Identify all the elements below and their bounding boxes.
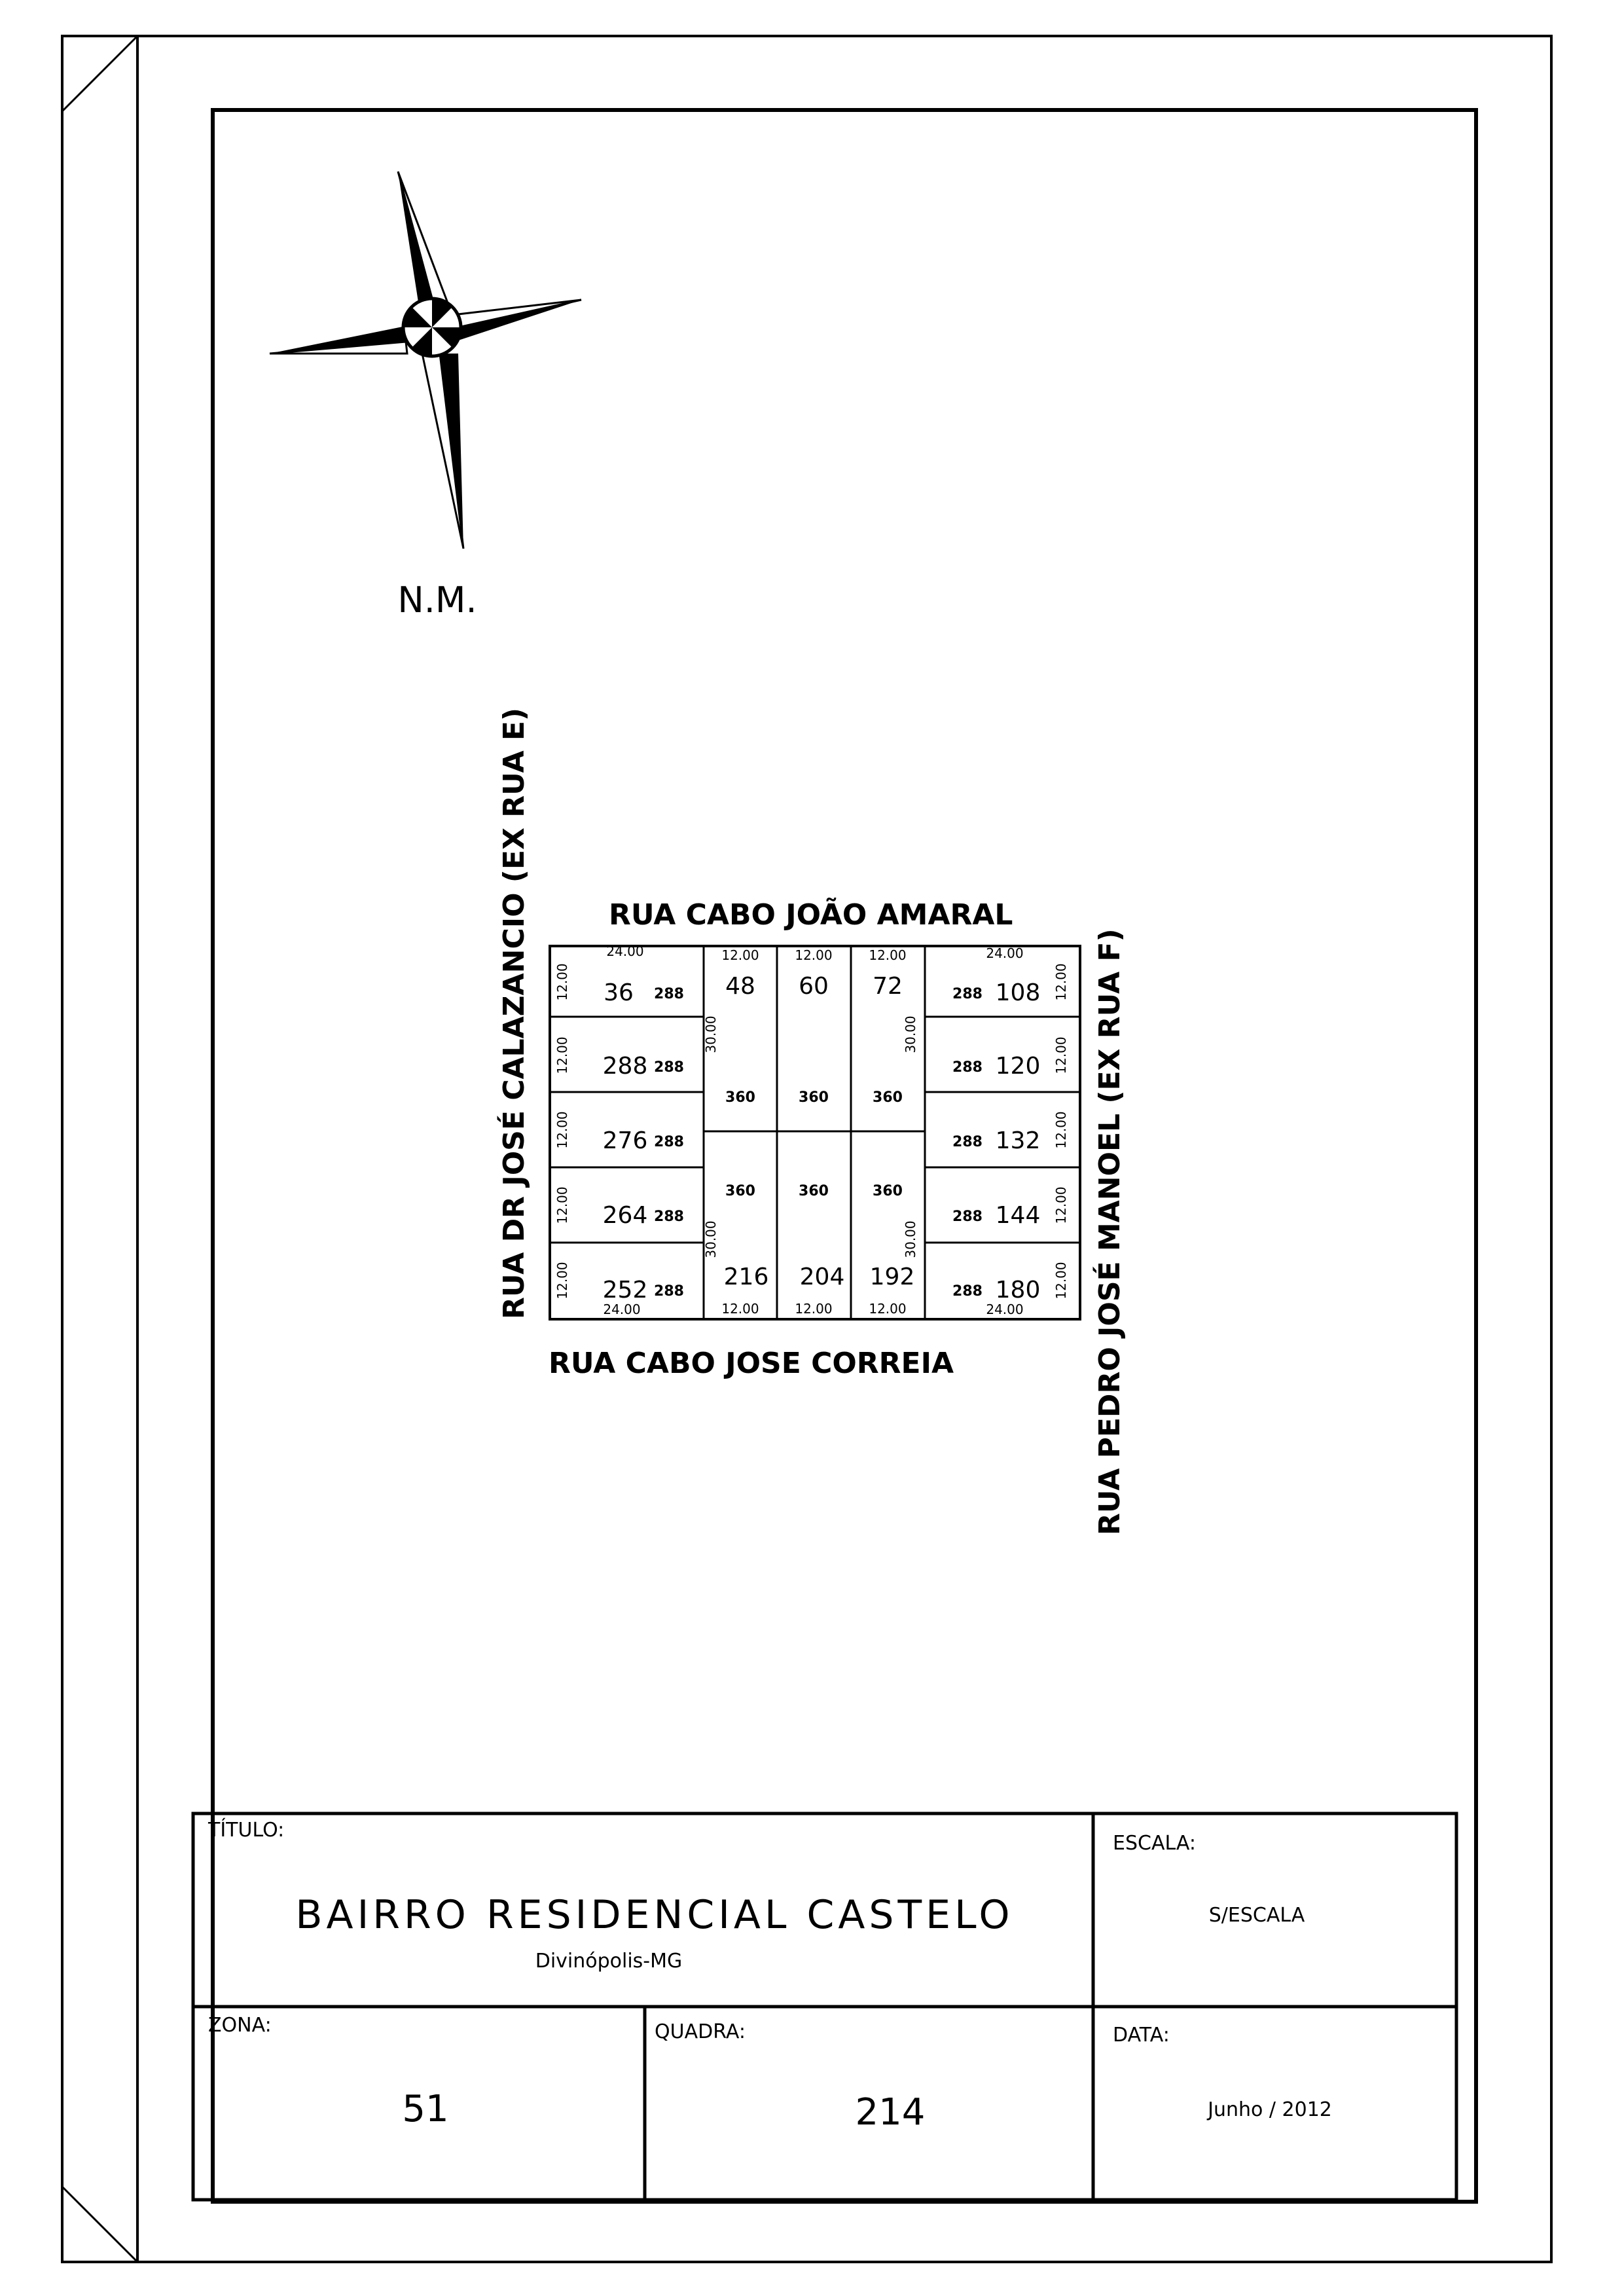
svg-text:360: 360: [873, 1089, 903, 1106]
lot-216: 360 30.00 216 12.00: [703, 1183, 768, 1317]
data-value: Junho / 2012: [1206, 2098, 1332, 2121]
svg-text:132: 132: [996, 1127, 1041, 1154]
zona-value: 51: [402, 2088, 448, 2130]
page-title: BAIRRO RESIDENCIAL CASTELO: [295, 1892, 1013, 1938]
drawing-frame: [211, 108, 1478, 2204]
svg-text:24.00: 24.00: [603, 1302, 640, 1317]
binding-diagonal-top: [61, 35, 139, 113]
quadra-value: 214: [856, 2091, 926, 2134]
svg-text:12.00: 12.00: [869, 947, 906, 963]
svg-text:288: 288: [952, 1059, 983, 1076]
svg-text:36: 36: [604, 979, 634, 1006]
svg-text:12.00: 12.00: [554, 963, 570, 1000]
street-right: RUA PEDRO JOSÉ MANOEL (EX RUA F): [1092, 928, 1127, 1535]
lot-60: 12.00 60 360: [795, 947, 832, 1106]
svg-text:144: 144: [996, 1202, 1041, 1229]
svg-text:12.00: 12.00: [554, 1186, 570, 1224]
svg-text:12.00: 12.00: [1053, 1262, 1069, 1299]
north-arrow-icon: [269, 171, 582, 549]
lot-288: 12.00 288 288: [554, 1036, 684, 1080]
lot-72: 12.00 72 30.00 360: [869, 947, 918, 1106]
escala-value: S/ESCALA: [1209, 1904, 1305, 1927]
svg-text:48: 48: [725, 973, 755, 1000]
lot-192: 360 30.00 192 12.00: [869, 1183, 918, 1317]
lot-36: 24.00 12.00 36 288: [554, 943, 684, 1006]
svg-text:12.00: 12.00: [795, 1301, 832, 1317]
title-block: [191, 1812, 1458, 2202]
lot-132: 288 132 12.00: [952, 1111, 1069, 1154]
svg-text:120: 120: [996, 1053, 1041, 1080]
lot-120: 288 120 12.00: [952, 1036, 1069, 1080]
svg-text:12.00: 12.00: [795, 947, 832, 963]
lot-lines: [550, 946, 1080, 1319]
svg-text:12.00: 12.00: [1053, 1036, 1069, 1074]
svg-text:360: 360: [799, 1183, 829, 1199]
svg-text:12.00: 12.00: [554, 1262, 570, 1299]
street-top: RUA CABO JOÃO AMARAL: [609, 897, 1013, 932]
svg-text:12.00: 12.00: [554, 1111, 570, 1148]
svg-text:360: 360: [799, 1089, 829, 1106]
north-label: N.M.: [397, 579, 477, 621]
svg-text:204: 204: [800, 1264, 845, 1290]
svg-text:12.00: 12.00: [1053, 1186, 1069, 1224]
svg-text:288: 288: [952, 1209, 983, 1225]
svg-text:60: 60: [799, 973, 829, 1000]
zona-label: ZONA:: [208, 2014, 272, 2037]
street-left: RUA DR JOSÉ CALAZANCIO (EX RUA E): [496, 708, 531, 1319]
lot-144: 288 144 12.00: [952, 1186, 1069, 1229]
svg-text:30.00: 30.00: [903, 1015, 918, 1053]
svg-text:12.00: 12.00: [554, 1036, 570, 1074]
data-label: DATA:: [1113, 2024, 1170, 2047]
lot-180: 288 180 12.00 24.00: [952, 1262, 1069, 1317]
binding-diagonal-bottom: [61, 2185, 139, 2263]
svg-text:276: 276: [603, 1127, 648, 1154]
lot-264: 12.00 264 288: [554, 1186, 684, 1229]
svg-text:12.00: 12.00: [721, 1301, 759, 1317]
svg-text:288: 288: [603, 1053, 648, 1080]
svg-text:288: 288: [654, 1059, 684, 1076]
svg-text:288: 288: [952, 1134, 983, 1150]
lot-204: 360 204 12.00: [795, 1183, 844, 1317]
block-outline: [549, 945, 1081, 1321]
svg-text:288: 288: [654, 986, 684, 1002]
svg-text:180: 180: [996, 1277, 1041, 1303]
svg-text:288: 288: [654, 1283, 684, 1300]
lot-108: 24.00 288 108 12.00: [952, 945, 1069, 1006]
svg-text:72: 72: [873, 973, 903, 1000]
page-subtitle: Divinópolis-MG: [535, 1950, 683, 1973]
svg-text:252: 252: [603, 1277, 648, 1303]
svg-text:288: 288: [952, 986, 983, 1002]
svg-text:264: 264: [603, 1202, 648, 1229]
svg-text:12.00: 12.00: [1053, 1111, 1069, 1148]
svg-text:24.00: 24.00: [986, 1302, 1023, 1317]
svg-text:108: 108: [996, 979, 1041, 1006]
svg-text:288: 288: [654, 1209, 684, 1225]
svg-text:288: 288: [952, 1283, 983, 1300]
quadra-label: QUADRA:: [655, 2020, 746, 2043]
svg-text:12.00: 12.00: [869, 1301, 906, 1317]
street-bottom: RUA CABO JOSE CORREIA: [549, 1347, 954, 1380]
svg-text:24.00: 24.00: [606, 943, 643, 959]
svg-text:360: 360: [725, 1089, 755, 1106]
lot-48: 12.00 48 30.00 360: [703, 947, 759, 1106]
svg-text:288: 288: [654, 1134, 684, 1150]
outer-border: [61, 35, 1553, 2263]
svg-text:12.00: 12.00: [721, 947, 759, 963]
svg-text:24.00: 24.00: [986, 945, 1023, 961]
svg-text:360: 360: [873, 1183, 903, 1199]
escala-label: ESCALA:: [1113, 1832, 1196, 1855]
svg-text:30.00: 30.00: [903, 1220, 918, 1258]
svg-text:192: 192: [870, 1264, 915, 1290]
svg-text:216: 216: [724, 1264, 769, 1290]
lot-276: 12.00 276 288: [554, 1111, 684, 1154]
lot-252: 12.00 252 288 24.00: [554, 1262, 684, 1317]
svg-text:360: 360: [725, 1183, 755, 1199]
svg-text:12.00: 12.00: [1053, 963, 1069, 1000]
svg-text:30.00: 30.00: [703, 1220, 719, 1258]
titulo-label: TÍTULO:: [208, 1818, 284, 1842]
svg-text:30.00: 30.00: [703, 1015, 719, 1053]
